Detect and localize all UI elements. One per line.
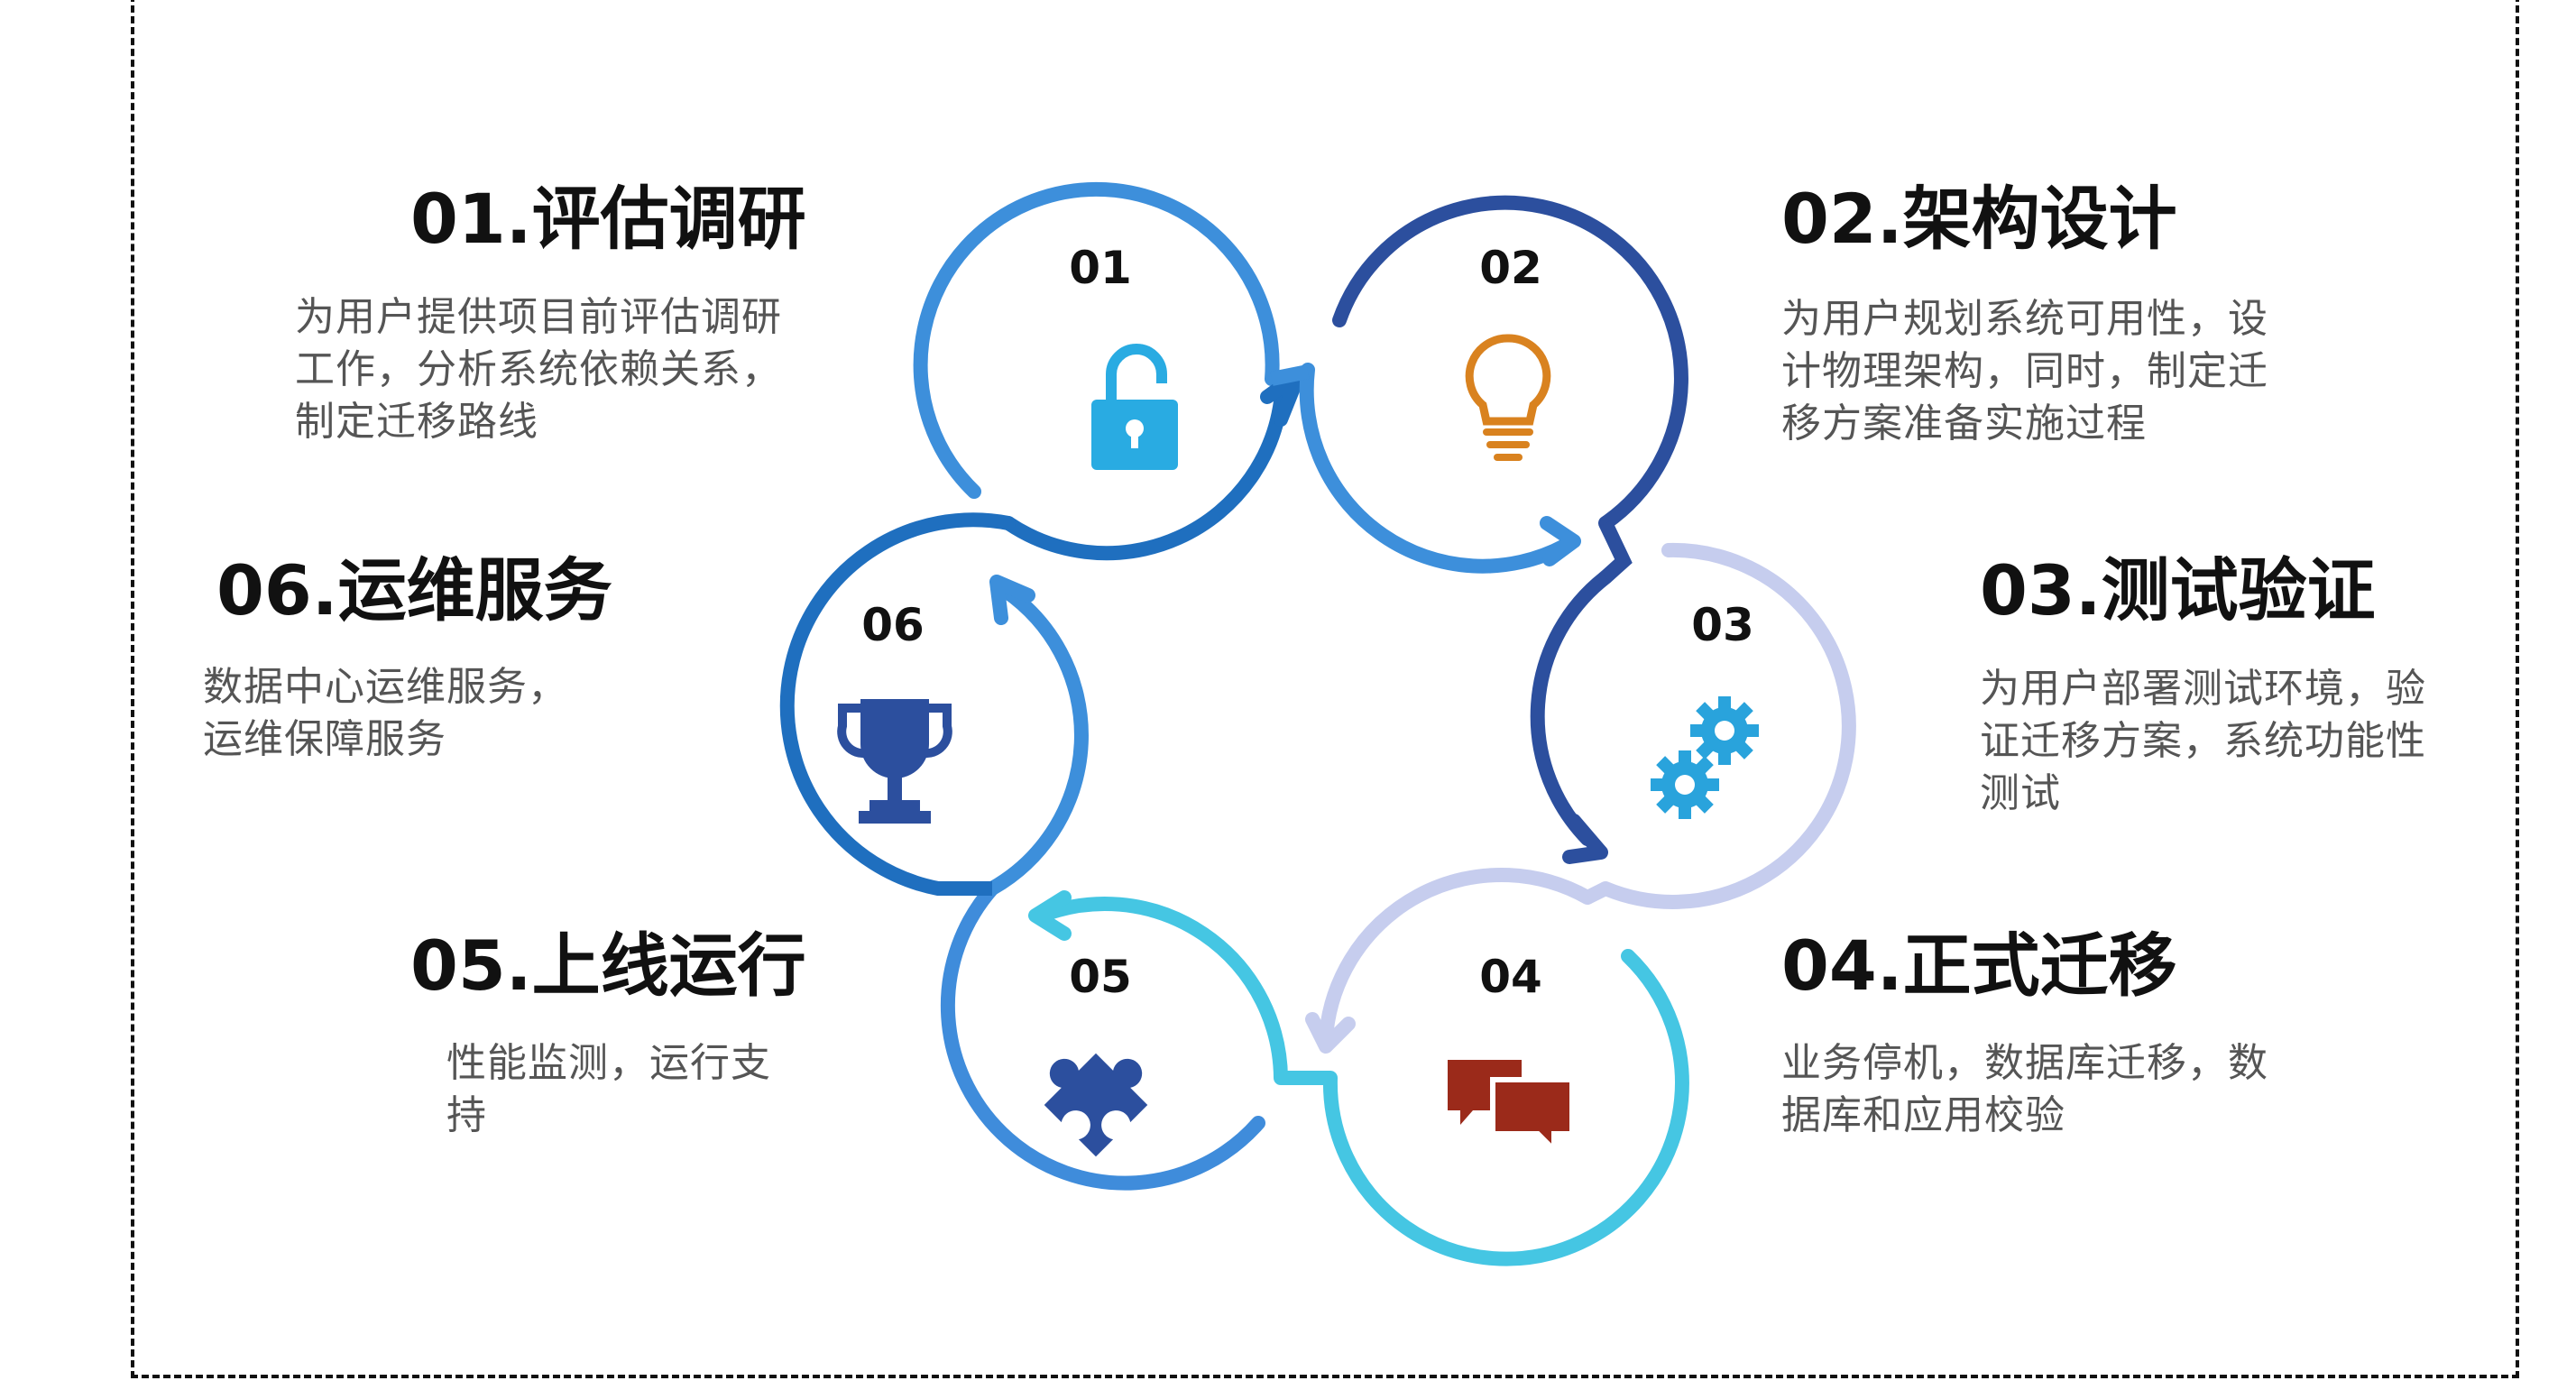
step-04-title: 04.正式迁移 — [1781, 925, 2177, 1006]
step-01-description: 为用户提供项目前评估调研 工作，分析系统依赖关系， 制定迁移路线 — [295, 294, 782, 445]
step-02-description: 为用户规划系统可用性，设 计物理架构，同时，制定迁 移方案准备实施过程 — [1781, 296, 2268, 446]
unlocked-padlock-icon — [1091, 344, 1178, 470]
ring-05 — [940, 881, 1330, 1191]
step-05-number: 05 — [1069, 951, 1132, 1003]
step-06-description: 数据中心运维服务， 运维保障服务 — [203, 664, 568, 762]
step-05-description: 性能监测，运行支 持 — [446, 1040, 771, 1138]
step-06-number: 06 — [861, 599, 925, 651]
step-04-number: 04 — [1479, 951, 1542, 1003]
ring-04 — [1305, 868, 1689, 1266]
chat-bubbles-icon — [1448, 1060, 1575, 1157]
trophy-icon — [837, 699, 952, 824]
ring-02 — [1270, 195, 1688, 574]
step-02-number: 02 — [1479, 242, 1542, 294]
gears-icon — [1651, 696, 1759, 819]
step-02-title: 02.架构设计 — [1781, 179, 2177, 259]
puzzle-piece-icon — [1044, 1053, 1148, 1157]
step-04-description: 业务停机，数据库迁移，数 据库和应用校验 — [1781, 1040, 2268, 1138]
step-03-number: 03 — [1691, 599, 1754, 651]
step-03-title: 03.测试验证 — [1980, 550, 2376, 631]
ring-03 — [1530, 520, 1856, 909]
step-01-number: 01 — [1069, 242, 1132, 294]
light-bulb-icon — [1465, 334, 1551, 461]
dashed-frame — [131, 0, 2519, 1378]
step-03-description: 为用户部署测试环境，验 证迁移方案，系统功能性 测试 — [1980, 666, 2426, 816]
ring-06 — [779, 512, 1089, 896]
step-01-title: 01.评估调研 — [410, 179, 806, 259]
step-05-title: 05.上线运行 — [410, 925, 806, 1006]
step-06-title: 06.运维服务 — [216, 550, 612, 631]
